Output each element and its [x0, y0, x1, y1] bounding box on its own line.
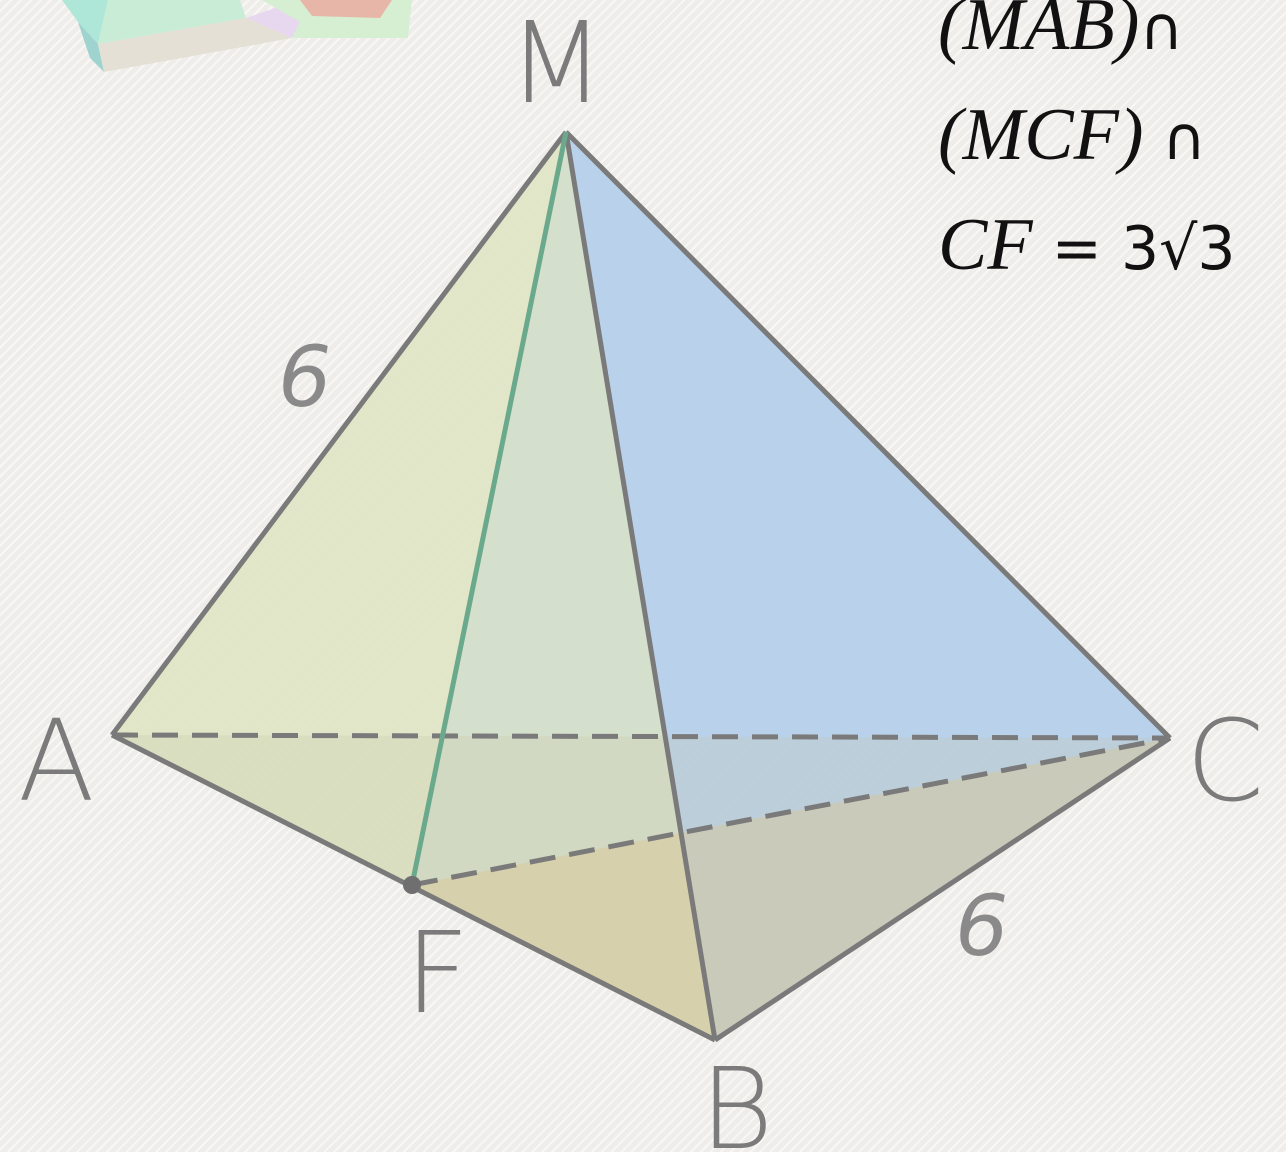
- edge-BC: [713, 735, 1172, 1043]
- note-line-3: CF = 3√3: [938, 208, 1236, 282]
- edge-AC-hidden: [111, 732, 1171, 741]
- note-line-2: (MCF) ∩: [938, 98, 1206, 172]
- note-plane-MCF: (MCF): [938, 94, 1144, 176]
- median-MF: [409, 131, 569, 886]
- vertex-label-A: A: [18, 697, 95, 827]
- edge-label-BC: 6: [955, 877, 1008, 975]
- note-intersect-symbol-2: ∩: [1162, 104, 1206, 174]
- decorative-cube-icon: [62, 0, 412, 72]
- note-length-CF: = 3√3: [1032, 214, 1236, 284]
- note-line-1: (MAB)∩: [938, 0, 1183, 62]
- edge-MC: [564, 130, 1172, 740]
- edge-FC-hidden: [411, 735, 1171, 888]
- vertex-label-C: C: [1186, 697, 1264, 827]
- point-F: [403, 876, 421, 894]
- vertex-label-B: B: [700, 1045, 773, 1152]
- note-intersect-symbol-1: ∩: [1139, 0, 1184, 64]
- edge-MA: [110, 130, 568, 737]
- edge-label-AM: 6: [278, 328, 331, 426]
- edge-MB: [563, 131, 718, 1041]
- face-base-shade: [112, 735, 1170, 885]
- vertex-label-F: F: [405, 909, 469, 1039]
- note-segment-CF: CF: [938, 204, 1033, 286]
- note-plane-MAB: (MAB): [938, 0, 1140, 66]
- face-MFB-overlay: [412, 132, 715, 1040]
- face-FBC: [412, 738, 1170, 1040]
- vertex-label-M: M: [508, 0, 605, 129]
